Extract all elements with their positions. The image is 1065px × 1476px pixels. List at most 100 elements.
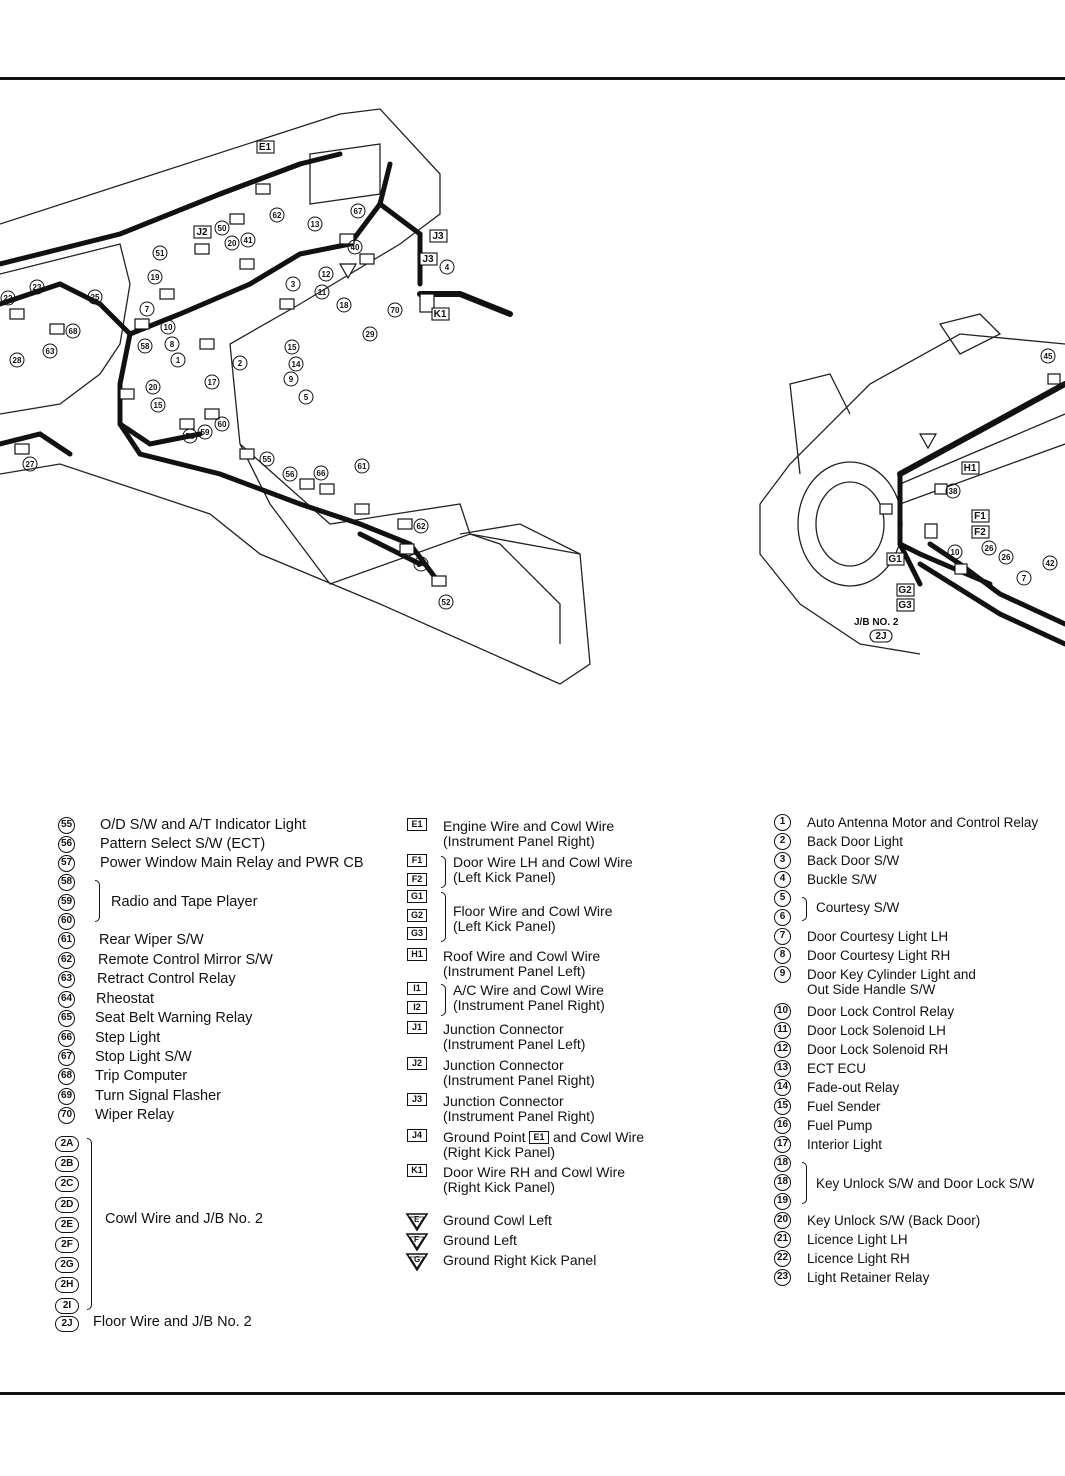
legend-text: Auto Antenna Motor and Control Relay [807,815,1039,830]
svg-text:1: 1 [176,356,181,365]
svg-text:45: 45 [1044,352,1053,361]
legend-text: Step Light [95,1030,161,1046]
legend-text: Back Door Light [807,834,904,849]
top-rule [0,77,1065,80]
legend-text: O/D S/W and A/T Indicator Light [100,817,307,833]
legend-text: Radio and Tape Player [111,894,258,910]
legend-text: Engine Wire and Cowl Wire [443,818,615,834]
legend-text: Cowl Wire and J/B No. 2 [105,1211,263,1227]
legend-text: (Instrument Panel Left) [443,963,586,979]
legend-code-circle: 59 [58,894,75,911]
svg-text:H1: H1 [964,463,977,474]
legend-code-circle: 18 [774,1155,791,1172]
legend-text: Door Key Cylinder Light and [807,967,976,982]
legend-code-circle: 67 [58,1049,75,1066]
svg-text:3: 3 [291,280,296,289]
legend-code-oval: 2D [55,1196,79,1213]
legend-code-circle: 17 [774,1136,791,1153]
legend-code-circle: 66 [58,1030,75,1047]
legend-code-circle: 61 [58,932,75,949]
legend-text: Remote Control Mirror S/W [98,952,273,968]
legend-code-oval: 2F [55,1237,79,1253]
svg-text:60: 60 [218,420,227,429]
legend-text: Door Lock Control Relay [807,1004,955,1019]
svg-text:68: 68 [69,327,78,336]
legend-text: Junction Connector [443,1057,564,1073]
legend-code-circle: 7 [774,928,791,945]
legend-code-circle: 60 [58,913,75,930]
ground-symbol-icon: F [405,1232,429,1252]
legend-text: Ground Point [443,1129,526,1145]
svg-text:62: 62 [417,522,426,531]
legend-code-circle: 65 [58,1010,75,1027]
legend-text: Key Unlock S/W (Back Door) [807,1213,981,1228]
legend-text: Ground Right Kick Panel [443,1252,597,1268]
legend-text: Turn Signal Flasher [95,1088,221,1104]
legend-text: Power Window Main Relay and PWR CB [100,855,364,871]
legend-brace [441,856,446,888]
legend-text: (Instrument Panel Left) [443,1036,586,1052]
legend-text: Fuel Sender [807,1099,881,1114]
legend-text: Back Door S/W [807,853,900,868]
svg-text:G2: G2 [898,585,912,596]
legend-code-circle: 55 [58,817,75,834]
legend-code-oval: 2I [55,1297,79,1314]
legend-text: (Instrument Panel Right) [443,1072,595,1088]
legend-text: Fuel Pump [807,1118,873,1133]
svg-text:10: 10 [164,323,173,332]
legend-text: Door Wire LH and Cowl Wire [453,854,633,870]
legend-text: Floor Wire and Cowl Wire [453,903,613,919]
legend-code-oval: 2B [55,1156,79,1173]
svg-text:10: 10 [951,548,960,557]
svg-text:15: 15 [154,401,163,410]
bottom-rule [0,1392,1065,1395]
legend-brace [802,897,807,921]
legend-code-circle: 64 [58,991,75,1008]
ground-code: F [414,1235,419,1244]
legend-text: Trip Computer [95,1068,188,1084]
legend-text: Licence Light RH [807,1251,910,1266]
jb-code: 2J [875,631,886,642]
legend-text: Fade-out Relay [807,1080,900,1095]
legend-text: Door Courtesy Light RH [807,948,951,963]
legend-text: (Instrument Panel Right) [443,833,595,849]
svg-text:F2: F2 [974,527,986,538]
legend-text: (Right Kick Panel) [443,1144,556,1160]
legend-code-circle: 8 [774,947,791,964]
legend-brace [87,1138,92,1310]
ground-code: G [414,1255,421,1264]
legend-code-circle: 3 [774,852,791,869]
legend-code-circle: 70 [58,1107,75,1124]
legend-code-circle: 63 [58,971,75,988]
jb-label: J/B NO. 2 [854,617,899,628]
legend-text: (Left Kick Panel) [453,869,556,885]
legend-text: Door Lock Solenoid RH [807,1042,949,1057]
legend-code-oval: 2G [55,1257,79,1274]
legend-code-box: G2 [407,908,427,922]
svg-text:63: 63 [46,347,55,356]
legend-brace [802,1162,807,1204]
legend-code-oval: 2H [55,1277,79,1294]
svg-text:22: 22 [4,294,13,303]
legend-code-circle: 23 [774,1269,791,1286]
svg-text:20: 20 [228,239,237,248]
legend-code-circle: 9 [774,966,791,983]
legend-code-box: J4 [407,1129,427,1142]
legend-text: (Right Kick Panel) [443,1179,556,1195]
legend-code-circle: 56 [58,836,75,853]
svg-text:40: 40 [351,243,360,252]
svg-text:66: 66 [317,469,326,478]
legend-text: A/C Wire and Cowl Wire [453,982,604,998]
legend-text: Wiper Relay [95,1107,174,1123]
ground-symbol-icon: E [405,1212,429,1232]
legend-code-circle: 10 [774,1003,791,1020]
svg-text:67: 67 [354,207,363,216]
svg-text:62: 62 [273,211,282,220]
svg-text:51: 51 [156,249,165,258]
legend-code-oval: 2C [55,1176,79,1193]
legend-code-circle: 22 [774,1250,791,1267]
legend-code-circle: 20 [774,1212,791,1229]
svg-text:59: 59 [201,428,210,437]
